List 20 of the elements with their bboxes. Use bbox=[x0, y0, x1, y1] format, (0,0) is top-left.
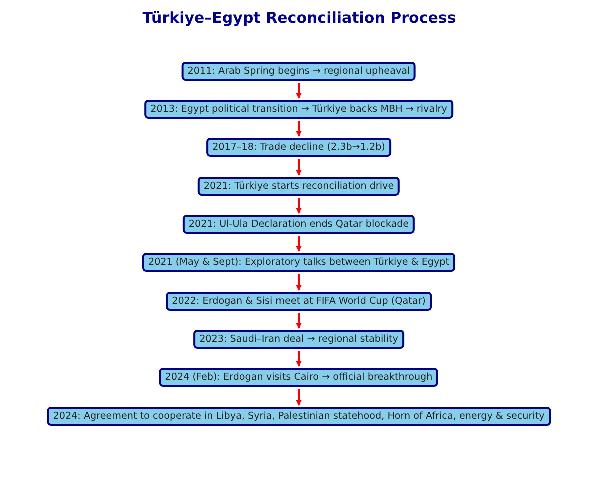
event-box: 2024: Agreement to cooperate in Libya, Syria, Palestinian statehood, Horn of Africa, energy & security bbox=[47, 407, 551, 426]
arrow bbox=[296, 313, 302, 329]
event-box: 2017–18: Trade decline (2.3b→1.2b) bbox=[206, 138, 392, 157]
arrow bbox=[296, 159, 302, 176]
arrow bbox=[296, 389, 302, 406]
event-box: 2021: Ul-Ula Declaration ends Qatar blockade bbox=[182, 215, 416, 234]
event-box: 2011: Arab Spring begins → regional upheaval bbox=[182, 62, 416, 81]
event-box: 2023: Saudi–Iran deal → regional stability bbox=[194, 330, 404, 349]
arrow bbox=[296, 83, 302, 99]
arrow bbox=[296, 121, 302, 137]
event-box: 2013: Egypt political transition → Türkiye backs MBH → rivalry bbox=[144, 100, 454, 119]
arrow bbox=[296, 236, 302, 252]
event-box: 2024 (Feb): Erdogan visits Cairo → official breakthrough bbox=[159, 368, 439, 387]
arrow bbox=[296, 198, 302, 214]
event-box: 2021: Türkiye starts reconciliation drive bbox=[198, 177, 400, 196]
event-box: 2022: Erdogan & Sisi meet at FIFA World Cup (Qatar) bbox=[166, 292, 432, 311]
diagram-title: Türkiye–Egypt Reconciliation Process bbox=[142, 9, 456, 27]
event-box: 2021 (May & Sept): Exploratory talks between Türkiye & Egypt bbox=[142, 253, 456, 272]
arrow bbox=[296, 274, 302, 291]
arrow bbox=[296, 351, 302, 367]
